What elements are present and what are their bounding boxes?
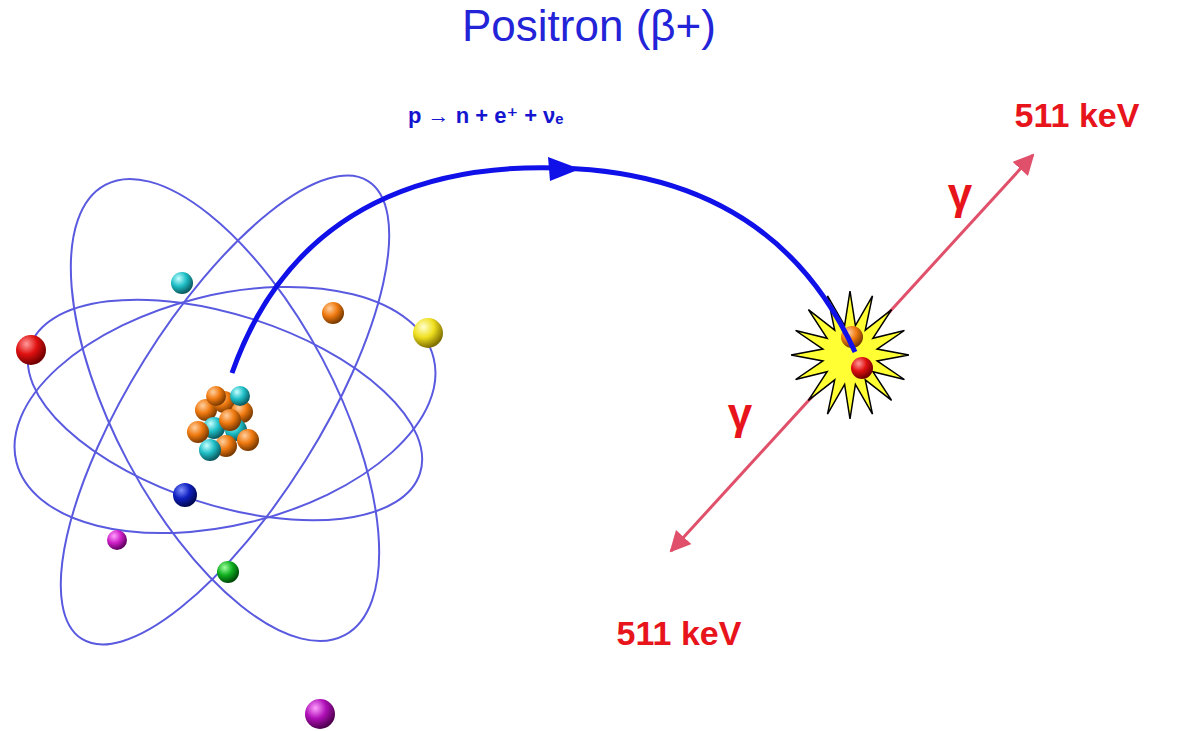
positron — [851, 357, 873, 379]
gamma-symbol: γ — [728, 390, 752, 438]
decay-equation: p → n + e⁺ + νₑ — [408, 104, 564, 128]
energy-label: 511 keV — [1015, 97, 1140, 134]
energy-label: 511 keV — [617, 615, 742, 652]
annihilation-burst — [791, 291, 909, 419]
title: Positron (β+) — [462, 2, 716, 50]
electrons — [16, 272, 443, 729]
nucleus — [187, 386, 259, 461]
gamma-rays — [671, 155, 1033, 551]
positron-arrowhead — [548, 157, 580, 181]
positron-path — [232, 168, 855, 373]
electron-orbits — [0, 131, 461, 690]
gamma-symbol: γ — [948, 170, 972, 218]
